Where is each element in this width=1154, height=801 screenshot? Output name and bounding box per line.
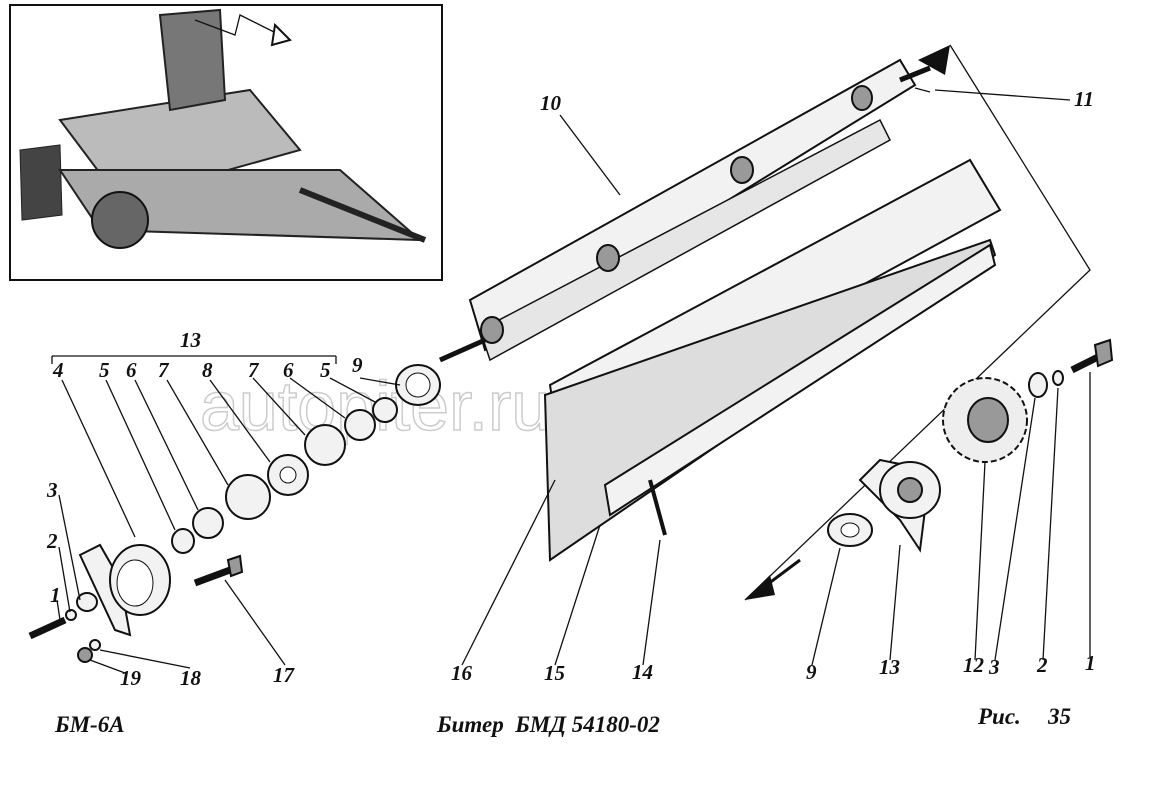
part-label: 4 bbox=[52, 358, 64, 382]
right-bearing-parts bbox=[827, 338, 1114, 553]
part-label: 2 bbox=[46, 529, 58, 553]
part-label: 5 bbox=[99, 358, 110, 382]
part-label: 9 bbox=[352, 353, 363, 377]
part-label: 1 bbox=[50, 583, 61, 607]
figure-label: Рис. bbox=[977, 704, 1021, 729]
part-label: 11 bbox=[1074, 87, 1094, 111]
part-label: 16 bbox=[451, 661, 473, 685]
part-label: 6 bbox=[283, 358, 294, 382]
assembly-label-13: 13 bbox=[180, 328, 201, 352]
leader-lines bbox=[51, 89, 1091, 674]
part-label: 5 bbox=[320, 358, 331, 382]
arrow-head-icon bbox=[745, 575, 775, 600]
part-label: 13 bbox=[879, 655, 900, 679]
part-label: 9 bbox=[806, 660, 817, 684]
beater-shaft bbox=[438, 58, 931, 363]
beater-plates bbox=[543, 158, 1002, 562]
part-label: 10 bbox=[540, 91, 562, 115]
pointer-arrow-icon bbox=[270, 22, 292, 47]
left-bearing-parts bbox=[28, 364, 441, 663]
model-caption: БМ-6А bbox=[54, 712, 125, 737]
part-label: 2 bbox=[1036, 653, 1048, 677]
part-label: 3 bbox=[988, 655, 1000, 679]
part-label: 12 bbox=[963, 653, 985, 677]
part-label: 6 bbox=[126, 358, 137, 382]
figure-number: 35 bbox=[1047, 704, 1071, 729]
part-label: 8 bbox=[202, 358, 213, 382]
part-label: 19 bbox=[120, 666, 142, 690]
figure-title: Битер БМД 54180-02 bbox=[436, 712, 660, 737]
machine-overview-inset bbox=[9, 4, 443, 281]
part-label: 15 bbox=[544, 661, 565, 685]
part-label: 1 bbox=[1085, 651, 1096, 675]
part-label: 18 bbox=[180, 666, 202, 690]
part-label: 14 bbox=[632, 660, 653, 684]
part-label: 7 bbox=[248, 358, 260, 382]
part-label: 17 bbox=[273, 663, 296, 687]
part-label: 3 bbox=[46, 478, 58, 502]
part-label: 7 bbox=[158, 358, 170, 382]
arrow-head-icon bbox=[918, 45, 950, 75]
